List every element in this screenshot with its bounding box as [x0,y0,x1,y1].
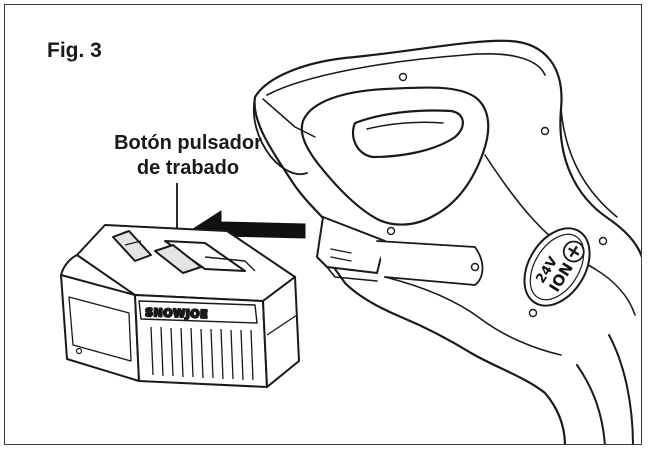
lock-button [154,244,202,274]
trimmer-handle [252,39,641,444]
callout-line-1: Botón pulsador [114,132,262,154]
callout-label: Botón pulsador de trabado [69,131,307,181]
battery-brand-label: SNOWJOE [145,306,208,321]
battery-pack: SNOWJOE [60,224,300,388]
ion-badge: 24V ION [523,227,591,307]
figure-frame: 24V ION SN [4,4,642,445]
illustration: 24V ION SN [60,39,641,444]
figure-label: Fig. 3 [47,39,102,62]
callout-line-2: de trabado [136,157,240,179]
